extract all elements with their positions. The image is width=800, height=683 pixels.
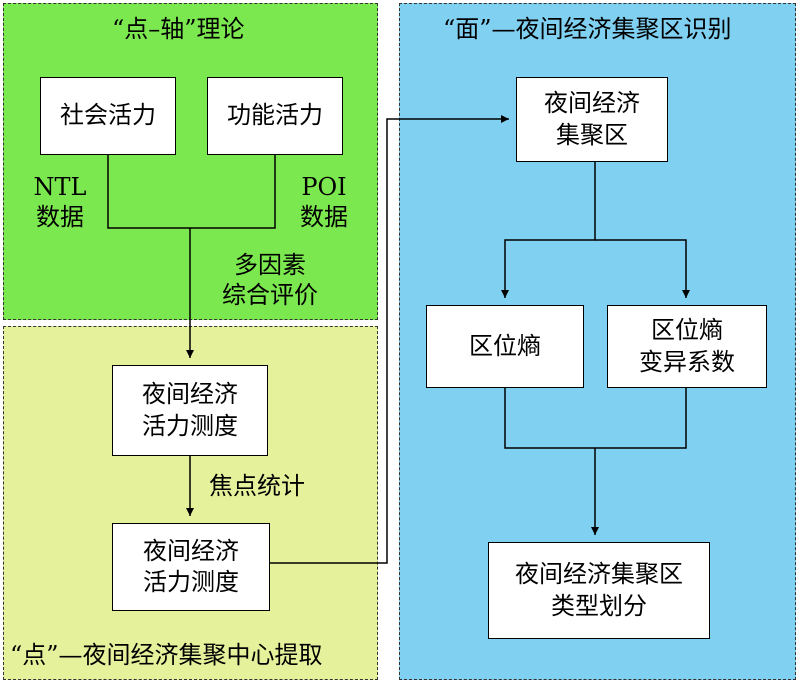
node-cluster-area: 夜间经济 集聚区	[516, 77, 668, 162]
label-multi-factor-evaluation: 多因素 综合评价	[222, 251, 318, 309]
region-title-point: “点”—夜间经济集聚中心提取	[10, 641, 323, 669]
node-location-entropy-cv: 区位熵 变异系数	[607, 305, 767, 388]
label-focal-statistics: 焦点统计	[209, 472, 305, 500]
node-location-entropy: 区位熵	[426, 305, 584, 388]
node-functional-vitality: 功能活力	[207, 77, 343, 155]
merge-line-vitality	[107, 155, 276, 229]
region-title-theory: “点–轴”理论	[112, 15, 245, 43]
node-vitality-measure-1: 夜间经济 活力测度	[112, 365, 268, 456]
label-ntl-data: NTL 数据	[33, 173, 87, 231]
node-social-vitality: 社会活力	[40, 77, 176, 155]
arrow-to-cluster-area	[270, 115, 509, 564]
arrow-to-location-entropy	[501, 162, 596, 298]
arrow-to-location-entropy-cv	[595, 239, 690, 298]
node-cluster-type: 夜间经济集聚区 类型划分	[488, 542, 710, 639]
region-title-plane: “面”—夜间经济集聚区识别	[443, 15, 732, 43]
node-vitality-measure-2: 夜间经济 活力测度	[112, 523, 270, 611]
label-poi-data: POI 数据	[300, 173, 348, 231]
merge-line-entropy	[504, 388, 687, 449]
